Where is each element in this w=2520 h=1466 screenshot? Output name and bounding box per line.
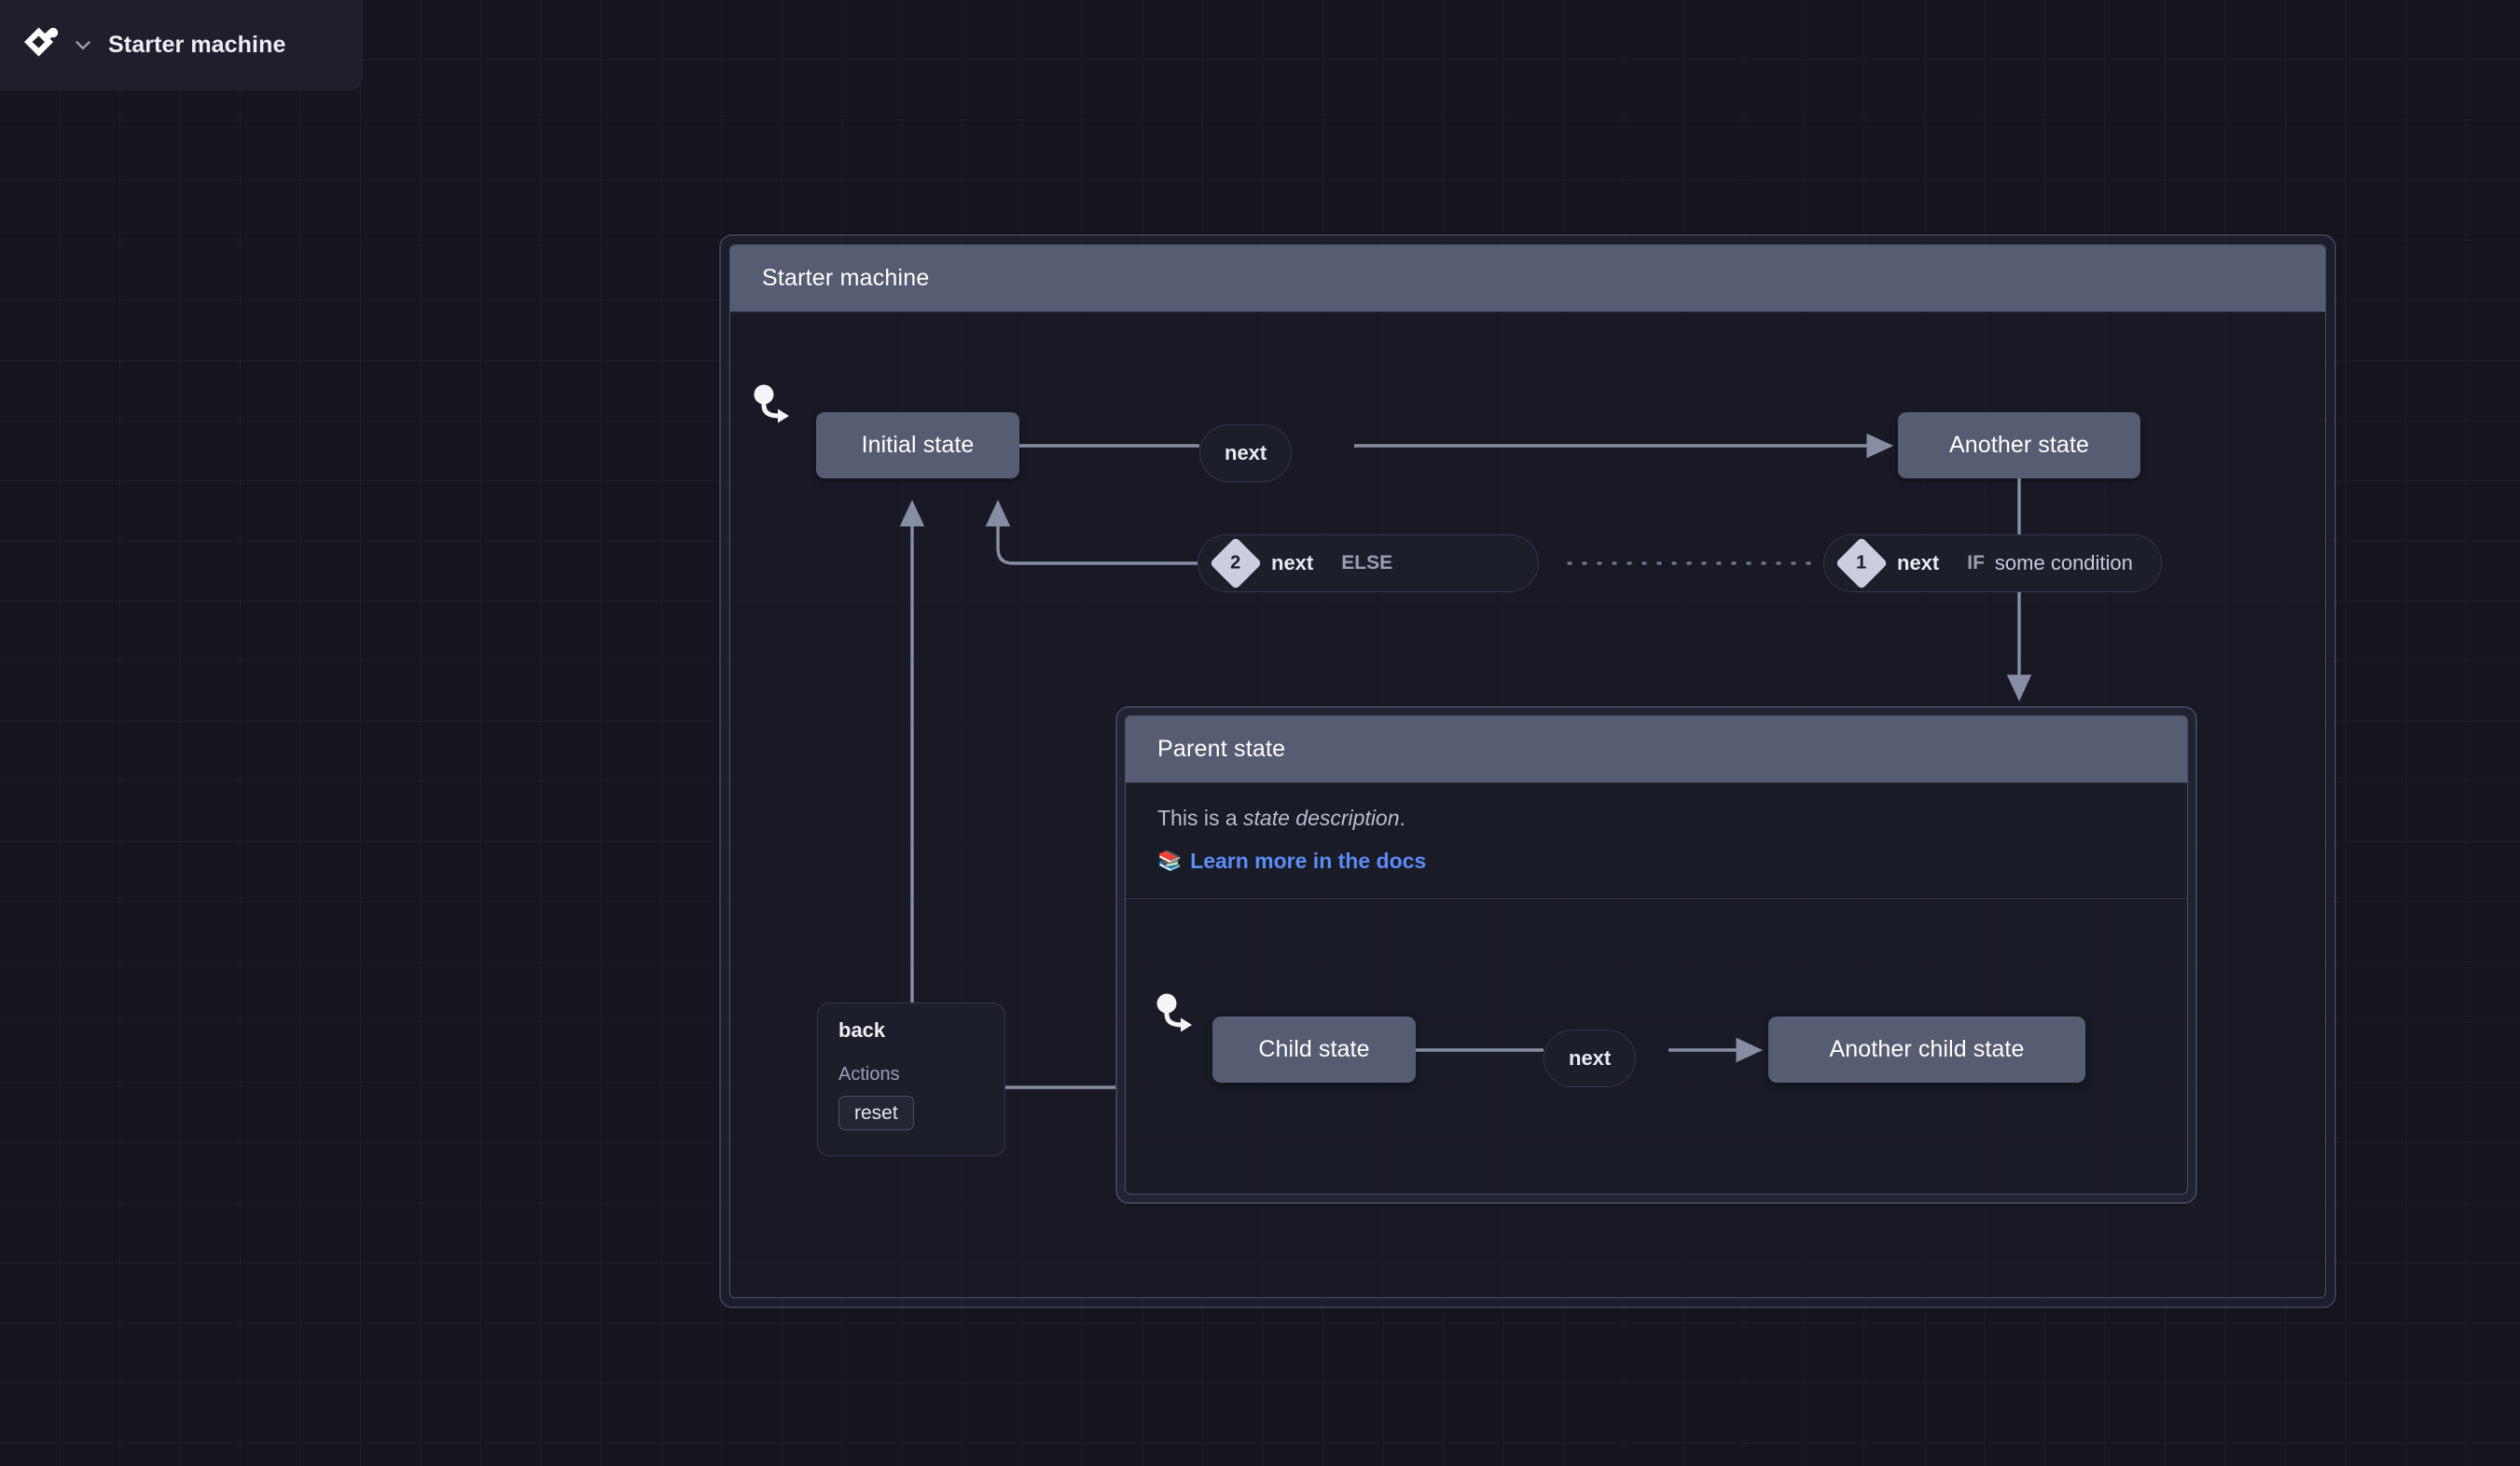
event-name: back [838,1020,984,1041]
actions-label: Actions [838,1065,984,1084]
guard-keyword: ELSE [1341,552,1392,574]
event-name: next [1225,441,1267,465]
description-emphasis: state description [1243,806,1399,830]
description-text: This is a state description. [1157,804,2155,833]
parent-state-inner-frame: Parent state This is a state description… [1125,715,2188,1195]
state-node-label: Child state [1258,1036,1369,1063]
state-node-label: Initial state [862,432,975,459]
action-chip-reset[interactable]: reset [838,1096,914,1130]
transition-box-back[interactable]: back Actions reset [817,1003,1005,1156]
machine-title: Starter machine [762,265,929,292]
parent-state-header[interactable]: Parent state [1126,716,2187,783]
machine-header[interactable]: Starter machine [730,245,2325,312]
transition-chip-next-child[interactable]: next [1544,1030,1636,1087]
state-node-label: Another state [1949,432,2089,459]
state-node-another-child-state[interactable]: Another child state [1768,1017,2085,1083]
guard-keyword: IF [1967,552,1985,574]
transition-chip-next-if[interactable]: 1 next IF some condition [1823,534,2162,592]
parent-state-title: Parent state [1157,736,1285,763]
transition-order-badge: 2 [1210,537,1263,590]
transition-order-badge: 1 [1835,537,1889,590]
event-name: next [1569,1046,1611,1071]
transition-chip-next[interactable]: next [1199,424,1292,482]
chevron-down-icon[interactable] [71,33,95,57]
guard-value: some condition [1995,551,2133,575]
state-node-child-state[interactable]: Child state [1212,1017,1416,1083]
books-icon: 📚 [1157,851,1182,871]
docs-link[interactable]: Learn more in the docs [1190,849,1426,874]
transition-order-number: 1 [1856,554,1866,573]
parent-state-description: This is a state description. 📚 Learn mor… [1126,783,2187,899]
description-prefix: This is a [1157,806,1243,830]
event-name: next [1897,551,1939,575]
docs-link-row[interactable]: 📚 Learn more in the docs [1157,849,2155,874]
action-label: reset [854,1103,898,1123]
transition-order-number: 2 [1230,554,1240,573]
transition-chip-next-else[interactable]: 2 next ELSE [1198,534,1539,592]
app-title: Starter machine [108,32,285,59]
description-suffix: . [1400,806,1405,830]
state-node-initial-state[interactable]: Initial state [816,412,1019,478]
stately-logo-icon[interactable] [21,24,62,65]
event-name: next [1271,551,1313,575]
app-topbar[interactable]: Starter machine [0,0,362,90]
parent-state-container[interactable]: Parent state This is a state description… [1115,706,2197,1204]
state-node-label: Another child state [1830,1036,2025,1063]
state-node-another-state[interactable]: Another state [1898,412,2140,478]
